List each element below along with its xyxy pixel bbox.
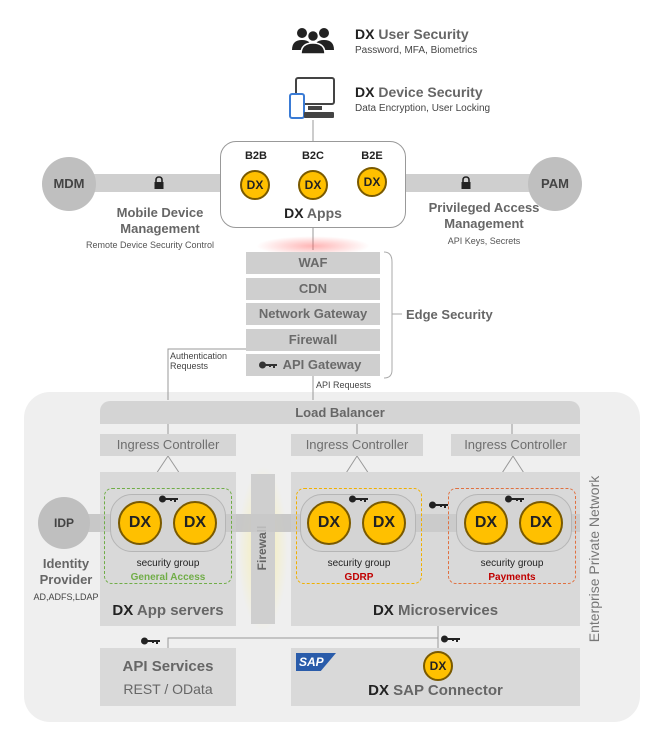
security-group-gdrp bbox=[296, 488, 422, 584]
sap-connector-title: DX SAP Connector bbox=[368, 682, 503, 699]
auth-line bbox=[167, 348, 246, 400]
lock-icon bbox=[154, 176, 164, 189]
edge-bracket bbox=[383, 251, 393, 379]
device-security-title: DX Device Security bbox=[355, 84, 483, 100]
dx-badge-b2e: DX bbox=[357, 167, 387, 197]
apps-title: DX Apps bbox=[284, 205, 342, 221]
edge-layer-network-gateway: Network Gateway bbox=[246, 303, 380, 325]
key-icon bbox=[259, 361, 277, 369]
waf-glow bbox=[256, 236, 370, 256]
key-icon bbox=[429, 501, 448, 509]
idp-title: Identity Provider bbox=[39, 556, 93, 587]
mdm-circle: MDM bbox=[42, 157, 96, 211]
edge-security-label: Edge Security bbox=[406, 307, 493, 322]
user-security-subtitle: Password, MFA, Biometrics bbox=[355, 45, 478, 56]
key-icon bbox=[505, 495, 524, 503]
pam-circle: PAM bbox=[528, 157, 582, 211]
dx-node: DX bbox=[118, 501, 162, 545]
dx-node: DX bbox=[173, 501, 217, 545]
dx-badge-b2c: DX bbox=[298, 170, 328, 200]
key-icon bbox=[441, 635, 460, 643]
ingress-controller-1: Ingress Controller bbox=[100, 434, 236, 456]
device-icon bbox=[289, 77, 335, 119]
app-label-b2e: B2E bbox=[361, 150, 383, 162]
users-icon bbox=[292, 28, 334, 54]
lock-icon bbox=[461, 176, 471, 189]
security-group-general bbox=[104, 488, 232, 584]
app-label-b2b: B2B bbox=[244, 150, 267, 162]
idp-circle: IDP bbox=[38, 497, 90, 549]
app-label-b2c: B2C bbox=[301, 150, 324, 162]
security-group-label: security group bbox=[327, 558, 391, 569]
security-group-name: General Access bbox=[130, 572, 206, 583]
security-group-payments bbox=[448, 488, 576, 584]
dx-node: DX bbox=[307, 501, 351, 545]
dx-node: DX bbox=[362, 501, 406, 545]
sap-dx-badge: DX bbox=[423, 651, 453, 681]
edge-layer-api-gateway: API Gateway bbox=[246, 354, 380, 376]
ingress-controller-3: Ingress Controller bbox=[451, 434, 580, 456]
idp-subtitle: AD,ADFS,LDAP bbox=[33, 592, 99, 602]
api-services-subtitle: REST / OData bbox=[123, 681, 213, 697]
auth-requests-label: Authentication Requests bbox=[170, 351, 228, 371]
dx-node: DX bbox=[464, 501, 508, 545]
load-balancer: Load Balancer bbox=[100, 401, 580, 424]
key-icon bbox=[159, 495, 178, 503]
dx-node: DX bbox=[519, 501, 563, 545]
key-icon bbox=[141, 637, 160, 645]
security-group-name: GDRP bbox=[344, 572, 374, 583]
user-security-title: DX User Security bbox=[355, 26, 469, 42]
pam-title: Privileged Access Management bbox=[428, 200, 540, 231]
edge-layer-cdn: CDN bbox=[246, 278, 380, 300]
security-group-name: Payments bbox=[488, 572, 536, 583]
api-services-title: API Services bbox=[122, 658, 214, 675]
dx-badge-b2b: DX bbox=[240, 170, 270, 200]
vertical-firewall bbox=[251, 474, 275, 624]
security-group-label: security group bbox=[136, 558, 200, 569]
edge-layer-waf: WAF bbox=[246, 252, 380, 274]
security-group-label: security group bbox=[480, 558, 544, 569]
edge-layer-firewall: Firewall bbox=[246, 329, 380, 351]
mdm-title: Mobile Device Management bbox=[116, 205, 204, 236]
microservices-title: DX Microservices bbox=[372, 602, 499, 619]
pam-subtitle: API Keys, Secrets bbox=[447, 236, 521, 246]
ingress-controller-2: Ingress Controller bbox=[291, 434, 423, 456]
device-security-subtitle: Data Encryption, User Locking bbox=[355, 103, 491, 114]
key-icon bbox=[349, 495, 368, 503]
app-servers-title: DX App servers bbox=[112, 602, 224, 619]
api-services-box bbox=[100, 648, 236, 706]
mdm-subtitle: Remote Device Security Control bbox=[85, 240, 215, 250]
api-services-line bbox=[167, 637, 439, 652]
api-requests-label: API Requests bbox=[316, 380, 372, 390]
